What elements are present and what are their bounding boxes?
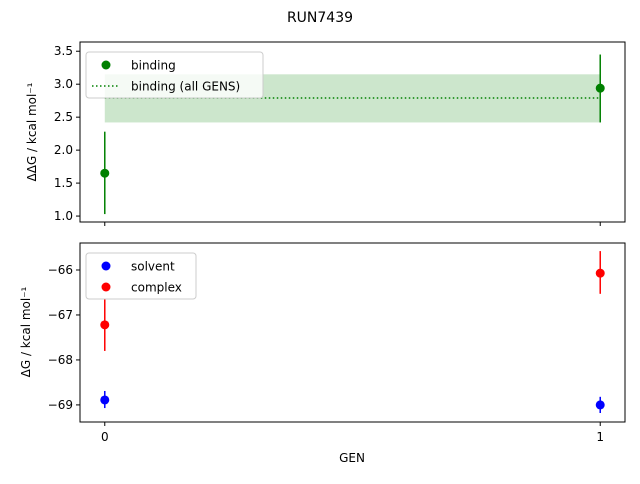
x-tick-label: 0: [101, 430, 109, 444]
legend: binding binding (all GENS): [85, 51, 264, 99]
y-tick-label: −69: [48, 398, 73, 412]
data-point: [595, 400, 605, 410]
legend: solvent complex: [85, 252, 197, 300]
y-tick-label: −67: [48, 308, 73, 322]
y-tick-label: −66: [48, 263, 73, 277]
top-ylabel: ΔΔG / kcal mol⁻¹: [25, 82, 39, 181]
legend-label: solvent: [131, 260, 175, 274]
data-point: [595, 268, 605, 278]
y-tick-label: 2.5: [54, 110, 73, 124]
data-point: [100, 320, 110, 330]
y-tick-label: 3.0: [54, 77, 73, 91]
legend-marker: [101, 282, 111, 292]
bottom-xlabel: GEN: [339, 451, 365, 465]
y-tick-label: 1.5: [54, 176, 73, 190]
data-point: [100, 168, 110, 178]
data-point: [595, 83, 605, 93]
y-tick-label: 3.5: [54, 44, 73, 58]
legend-label: binding: [131, 59, 176, 73]
bottom-ylabel: ΔG / kcal mol⁻¹: [19, 286, 33, 377]
data-point: [100, 395, 110, 405]
legend-marker: [101, 60, 111, 70]
axes-frame: [79, 41, 626, 223]
legend-box: [85, 51, 264, 99]
y-tick-label: −68: [48, 353, 73, 367]
figure-title: RUN7439: [287, 10, 353, 26]
axes-frame: [79, 242, 626, 423]
top-axes: 1.0 1.5 2.0 2.5 3.0 3.5 binding binding (all GE…: [54, 41, 626, 226]
x-tick-label: 1: [596, 430, 604, 444]
legend-label: binding (all GENS): [131, 80, 240, 94]
legend-box: [85, 252, 197, 300]
bottom-axes: −69 −68 −67 −66 0 1 solvent complex: [48, 242, 626, 444]
y-tick-label: 1.0: [54, 209, 73, 223]
y-tick-label: 2.0: [54, 143, 73, 157]
legend-marker: [101, 261, 111, 271]
legend-label: complex: [131, 281, 182, 295]
